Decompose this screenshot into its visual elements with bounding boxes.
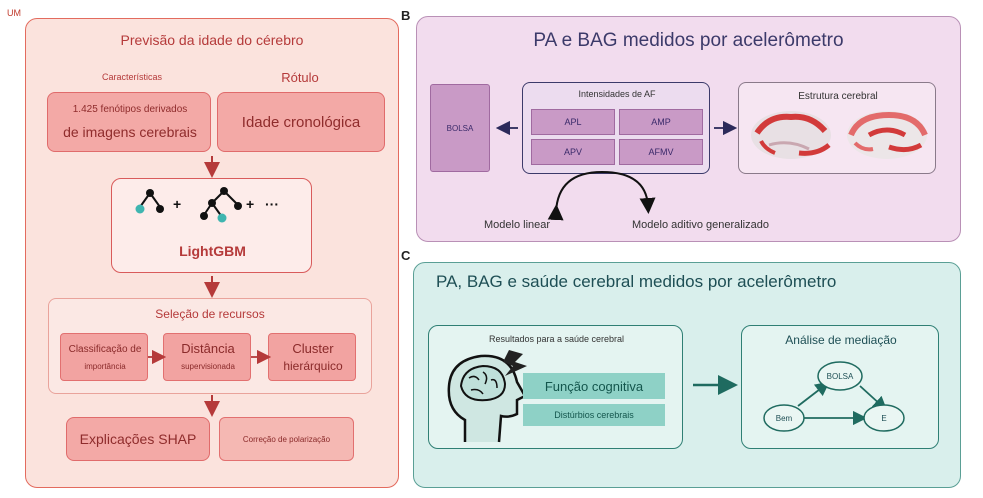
importance-line1: Classificação de <box>68 343 142 355</box>
linear-model-label: Modelo linear <box>484 219 551 231</box>
pa-intensities-box: Intensidades de AF APL AMP APV AFMV <box>522 82 710 174</box>
intensity-cell: AMP <box>619 109 703 135</box>
mediation-graph <box>763 361 905 432</box>
brain-structure-title: Estrutura cerebral <box>798 90 878 102</box>
panel-label-b: B <box>401 8 411 23</box>
brain-health-outcomes-box: Resultados para a saúde cerebral Função … <box>428 325 683 449</box>
node-left <box>763 404 805 432</box>
brain-lateral-icon <box>751 111 831 159</box>
mediation-title: Análise de mediação <box>785 333 897 347</box>
tree-icons <box>135 187 242 223</box>
mediation-analysis-box: Análise de mediação BOLSA Bem E <box>741 325 939 449</box>
node-left-label: Bem <box>775 413 793 423</box>
brain-disorders-box: Distúrbios cerebrais <box>523 404 665 426</box>
decision-tree-icon <box>200 187 242 223</box>
decision-tree-icon <box>135 189 164 214</box>
bolsa-box: BOLSA <box>430 84 490 172</box>
shap-box: Explicações SHAP <box>66 417 210 461</box>
intensity-cell: APV <box>531 139 615 165</box>
hierarchical-cluster-box: Cluster hierárquico <box>268 333 356 381</box>
ellipsis: ··· <box>265 196 279 212</box>
node-right-label: E <box>881 413 887 423</box>
plus-sign: + <box>246 196 255 212</box>
features-box: 1.425 fenótipos derivados de imagens cer… <box>47 92 211 152</box>
panel-a-title: Previsão da idade do cérebro <box>120 32 304 48</box>
node-bolsa <box>817 361 863 391</box>
head-brain-icon <box>447 350 527 443</box>
brain-structure-box: Estrutura cerebral <box>738 82 936 174</box>
supervised-distance-box: Distância supervisionada <box>163 333 251 381</box>
brain-medial-icon <box>847 111 928 159</box>
lightgbm-label: LightGBM <box>179 243 246 259</box>
importance-ranking-box: Classificação de importância <box>60 333 148 381</box>
gam-label: Modelo aditivo generalizado <box>632 219 769 231</box>
outcomes-title: Resultados para a saúde cerebral <box>488 334 625 344</box>
cluster-line1: Cluster <box>292 340 334 356</box>
features-line2: de imagens cerebrais <box>63 124 197 140</box>
features-label: Características <box>101 72 163 82</box>
node-bolsa-label: BOLSA <box>826 371 854 381</box>
distance-line1: Distância <box>181 340 235 356</box>
cognitive-function-box: Função cognitiva <box>523 373 665 399</box>
panel-label-a: UM <box>7 8 21 18</box>
brain-images <box>751 111 928 159</box>
importance-line2: importância <box>84 361 126 371</box>
label-box: Idade cronológica <box>217 92 385 152</box>
distance-line2: supervisionada <box>181 361 235 371</box>
lightgbm-box: + + ··· LightGBM <box>111 178 312 273</box>
bias-correction-box: Correção de polarização <box>219 417 354 461</box>
intensity-cell: APL <box>531 109 615 135</box>
node-right <box>863 404 905 432</box>
feature-selection-title: Seleção de recursos <box>155 307 265 321</box>
cluster-line2: hierárquico <box>283 359 343 373</box>
pa-intensities-title: Intensidades de AF <box>578 89 656 99</box>
panel-b-title: PA e BAG medidos por acelerômetro <box>533 30 844 51</box>
panel-label-c: C <box>401 248 411 263</box>
label-label: Rótulo <box>281 69 319 85</box>
features-line1: 1.425 fenótipos derivados <box>72 103 188 115</box>
intensity-cell: AFMV <box>619 139 703 165</box>
panel-c-title: PA, BAG e saúde cerebral medidos por ace… <box>436 272 837 291</box>
plus-sign: + <box>173 196 182 212</box>
